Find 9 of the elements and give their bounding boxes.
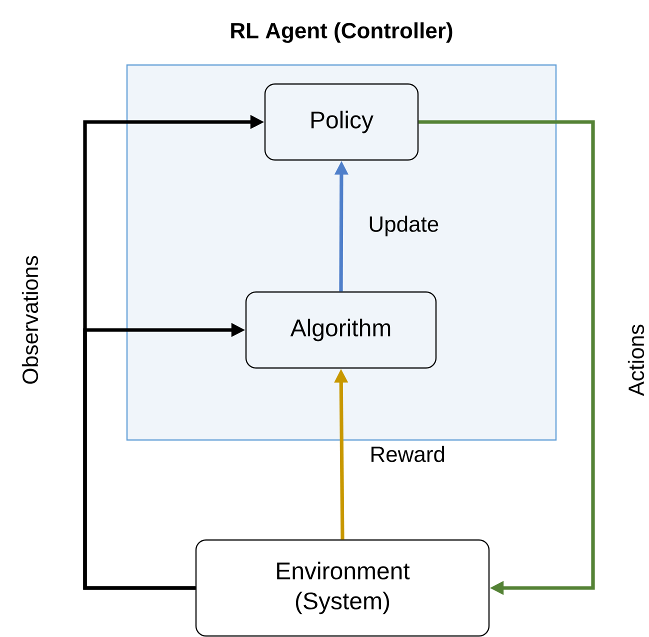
edge-label: Observations bbox=[22, 256, 38, 384]
arrow bbox=[418, 120, 595, 596]
process-box: Algorithm bbox=[245, 291, 437, 369]
edge-label: Actions bbox=[628, 324, 644, 396]
edge-label: Update bbox=[370, 216, 438, 236]
node-label: RL Agent (Controller) bbox=[231, 22, 452, 43]
system-box: Environment (System) bbox=[195, 539, 490, 637]
edge-label: Reward bbox=[372, 446, 444, 462]
process-box: Policy bbox=[264, 83, 419, 161]
